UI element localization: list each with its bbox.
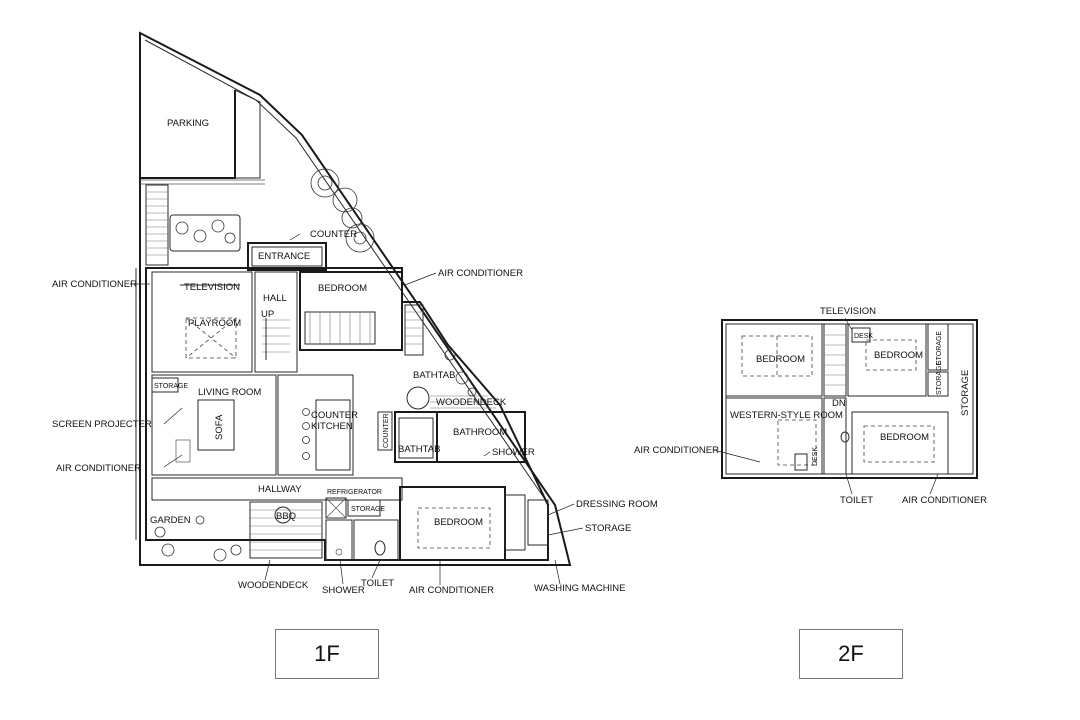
label-2f-storage-small-top: STORAGE: [936, 331, 943, 365]
label-2f-desk: DESK: [854, 333, 873, 340]
garden-trees-top: [310, 168, 375, 253]
label-screen-projecter: SCREEN PROJECTER: [52, 419, 152, 430]
toilet-2f: [823, 397, 847, 475]
floor2-plan: [721, 319, 978, 479]
entrance-room: [247, 242, 327, 271]
label-2f-air-conditioner-left: AIR CONDITIONER: [634, 445, 719, 456]
floor1-plan: [135, 31, 572, 566]
label-2f-television: TELEVISION: [820, 306, 876, 317]
bathtab-upper: [406, 386, 430, 410]
label-2f-storage-vertical: STORAGE: [960, 370, 971, 416]
floor2-leaders: [713, 317, 939, 495]
hall-area: [254, 271, 298, 373]
label-bedroom-bottom: BEDROOM: [434, 517, 483, 528]
hallway-area: [151, 477, 403, 501]
kitchen-counter: [315, 399, 351, 471]
label-2f-bedroom-mid: BEDROOM: [874, 350, 923, 361]
label-air-conditioner-bottom: AIR CONDITIONER: [409, 585, 494, 596]
counter-vertical-block: [377, 411, 393, 451]
floor1-leaders: [130, 233, 584, 585]
sofa: [197, 399, 235, 451]
label-hall: HALL: [263, 293, 287, 304]
label-living-room: LIVING ROOM: [198, 387, 261, 398]
label-shower-bottom: SHOWER: [322, 585, 365, 596]
kitchen-area: [277, 374, 354, 476]
living-room-area: [151, 374, 277, 476]
label-2f-desk-vertical: DESK: [812, 447, 819, 466]
floor2-labels: TELEVISION BEDROOM DESK BEDROOM STORAGE …: [634, 306, 987, 506]
bedroom-top-room: [299, 271, 403, 351]
label-woodendeck-bottom: WOODENDECK: [238, 580, 309, 591]
label-garden: GARDEN: [150, 515, 191, 526]
front-steps: [145, 184, 169, 266]
label-refrigerator: REFRIGERATOR: [327, 489, 382, 496]
label-air-conditioner-left: AIR CONDITIONER: [52, 279, 137, 290]
label-hallway: HALLWAY: [258, 484, 302, 495]
label-up: UP: [261, 309, 274, 320]
floor1-caption: 1F: [314, 641, 340, 666]
label-parking: PARKING: [167, 118, 209, 129]
label-bedroom-top: BEDROOM: [318, 283, 367, 294]
label-entrance: ENTRANCE: [258, 251, 310, 262]
label-2f-dn: DN: [832, 398, 846, 409]
floor1-site-outline: [139, 31, 572, 566]
parking-area: [139, 33, 236, 179]
label-storage-left: STORAGE: [154, 383, 188, 390]
label-counter-vertical: COUNTER: [383, 413, 390, 448]
bbq-deck: [249, 501, 323, 559]
floor2-caption-box: 2F: [799, 629, 903, 679]
bedroom-left-room: [725, 323, 823, 397]
label-toilet: TOILET: [361, 578, 394, 589]
stair-2f: [823, 323, 847, 397]
label-2f-toilet: TOILET: [840, 495, 873, 506]
bedroom-right-room: [851, 411, 949, 475]
label-storage-mid: STORAGE: [351, 506, 385, 513]
label-2f-air-conditioner-bottom: AIR CONDITIONER: [902, 495, 987, 506]
label-washing-machine: WASHING MACHINE: [534, 583, 625, 594]
label-woodendeck-upper: WOODENDECK: [436, 397, 507, 408]
woodendeck-upper-hatch: [430, 395, 496, 409]
label-2f-bedroom-right: BEDROOM: [880, 432, 929, 443]
label-playroom: PLAYROOM: [188, 318, 241, 329]
label-2f-western-room: WESTERN-STYLE ROOM: [730, 410, 843, 421]
planter-shrubs: [175, 219, 236, 244]
label-2f-storage-small-mid: STORAGE: [936, 361, 943, 395]
label-counter-top: COUNTER: [310, 229, 357, 240]
storage-mid-box: [347, 499, 381, 517]
playroom-room: [151, 271, 253, 373]
label-bathtab-lower: BATHTAB: [398, 444, 440, 455]
label-air-conditioner-mid: AIR CONDITIONER: [56, 463, 141, 474]
floor1-caption-box: 1F: [275, 629, 379, 679]
label-dressing-room: DRESSING ROOM: [576, 499, 658, 510]
bedroom-mid-room: [847, 323, 927, 397]
bathroom-room: [436, 411, 526, 463]
floor1-labels: PARKING COUNTER ENTRANCE AIR CONDITIONER…: [52, 118, 658, 596]
garden-shrubs: [154, 515, 242, 562]
label-sofa: SOFA: [214, 414, 225, 440]
label-storage-right: STORAGE: [585, 523, 631, 534]
floor2-caption: 2F: [838, 641, 864, 666]
label-2f-bedroom-left: BEDROOM: [756, 354, 805, 365]
label-bathtab-upper: BATHTAB: [413, 370, 455, 381]
label-air-conditioner-top: AIR CONDITIONER: [438, 268, 523, 279]
label-television: TELEVISION: [184, 282, 240, 293]
floor2-outline: [721, 319, 978, 479]
label-shower-bath: SHOWER: [492, 447, 535, 458]
label-bathroom: BATHROOM: [453, 427, 507, 438]
label-bbq: BBQ: [276, 511, 296, 522]
western-room: [725, 397, 823, 475]
